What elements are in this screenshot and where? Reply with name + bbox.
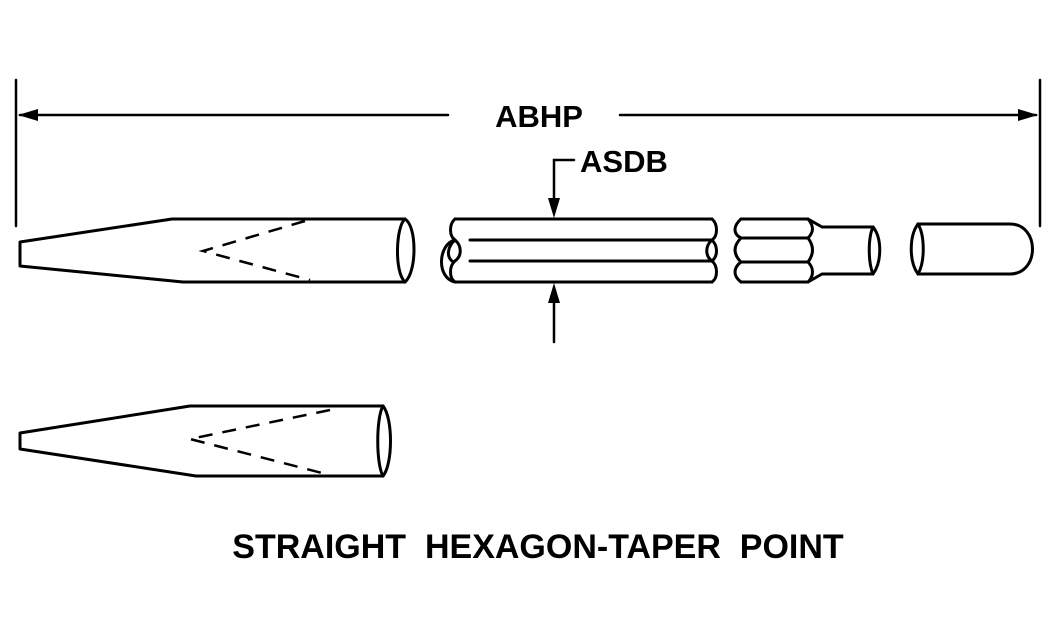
overall-length-dimension: ABHP bbox=[14, 78, 1042, 228]
hex-transition-section bbox=[733, 217, 882, 284]
overall-length-label: ABHP bbox=[495, 99, 583, 134]
upper-taper-point bbox=[18, 217, 416, 284]
hex-size-bottom-arrowhead bbox=[548, 283, 560, 303]
right-arrowhead bbox=[1018, 109, 1038, 121]
hex-size-dimension: ASDB bbox=[548, 144, 668, 344]
hex-body-section bbox=[440, 217, 718, 284]
hex-size-label: ASDB bbox=[580, 144, 668, 179]
hex-size-top-arrowhead bbox=[548, 198, 560, 218]
striking-end-section bbox=[909, 222, 1034, 276]
lower-taper-point bbox=[18, 404, 392, 478]
diagram-caption: STRAIGHT HEXAGON-TAPER POINT bbox=[232, 528, 844, 566]
hex-size-leader bbox=[552, 158, 576, 202]
left-arrowhead bbox=[18, 109, 38, 121]
